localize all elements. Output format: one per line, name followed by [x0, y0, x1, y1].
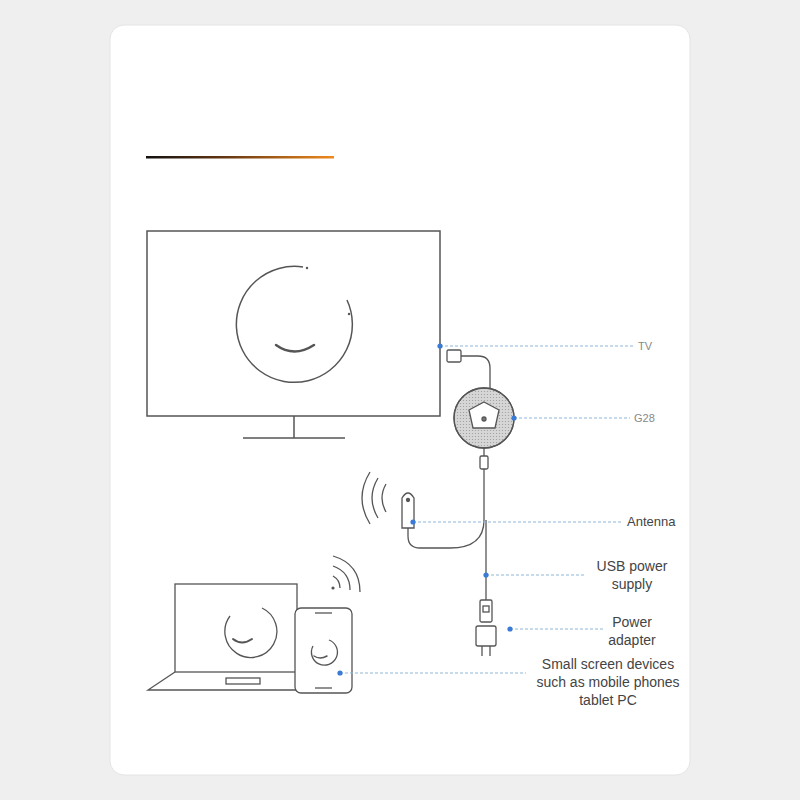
- part-label: TV: [638, 339, 652, 353]
- part-label: Power adapter: [591, 613, 673, 649]
- part-label: Small screen devices such as mobile phon…: [533, 655, 683, 710]
- part-label: G28: [634, 411, 655, 425]
- part-label: Antenna: [627, 514, 675, 531]
- part-label: USB power supply: [589, 557, 675, 593]
